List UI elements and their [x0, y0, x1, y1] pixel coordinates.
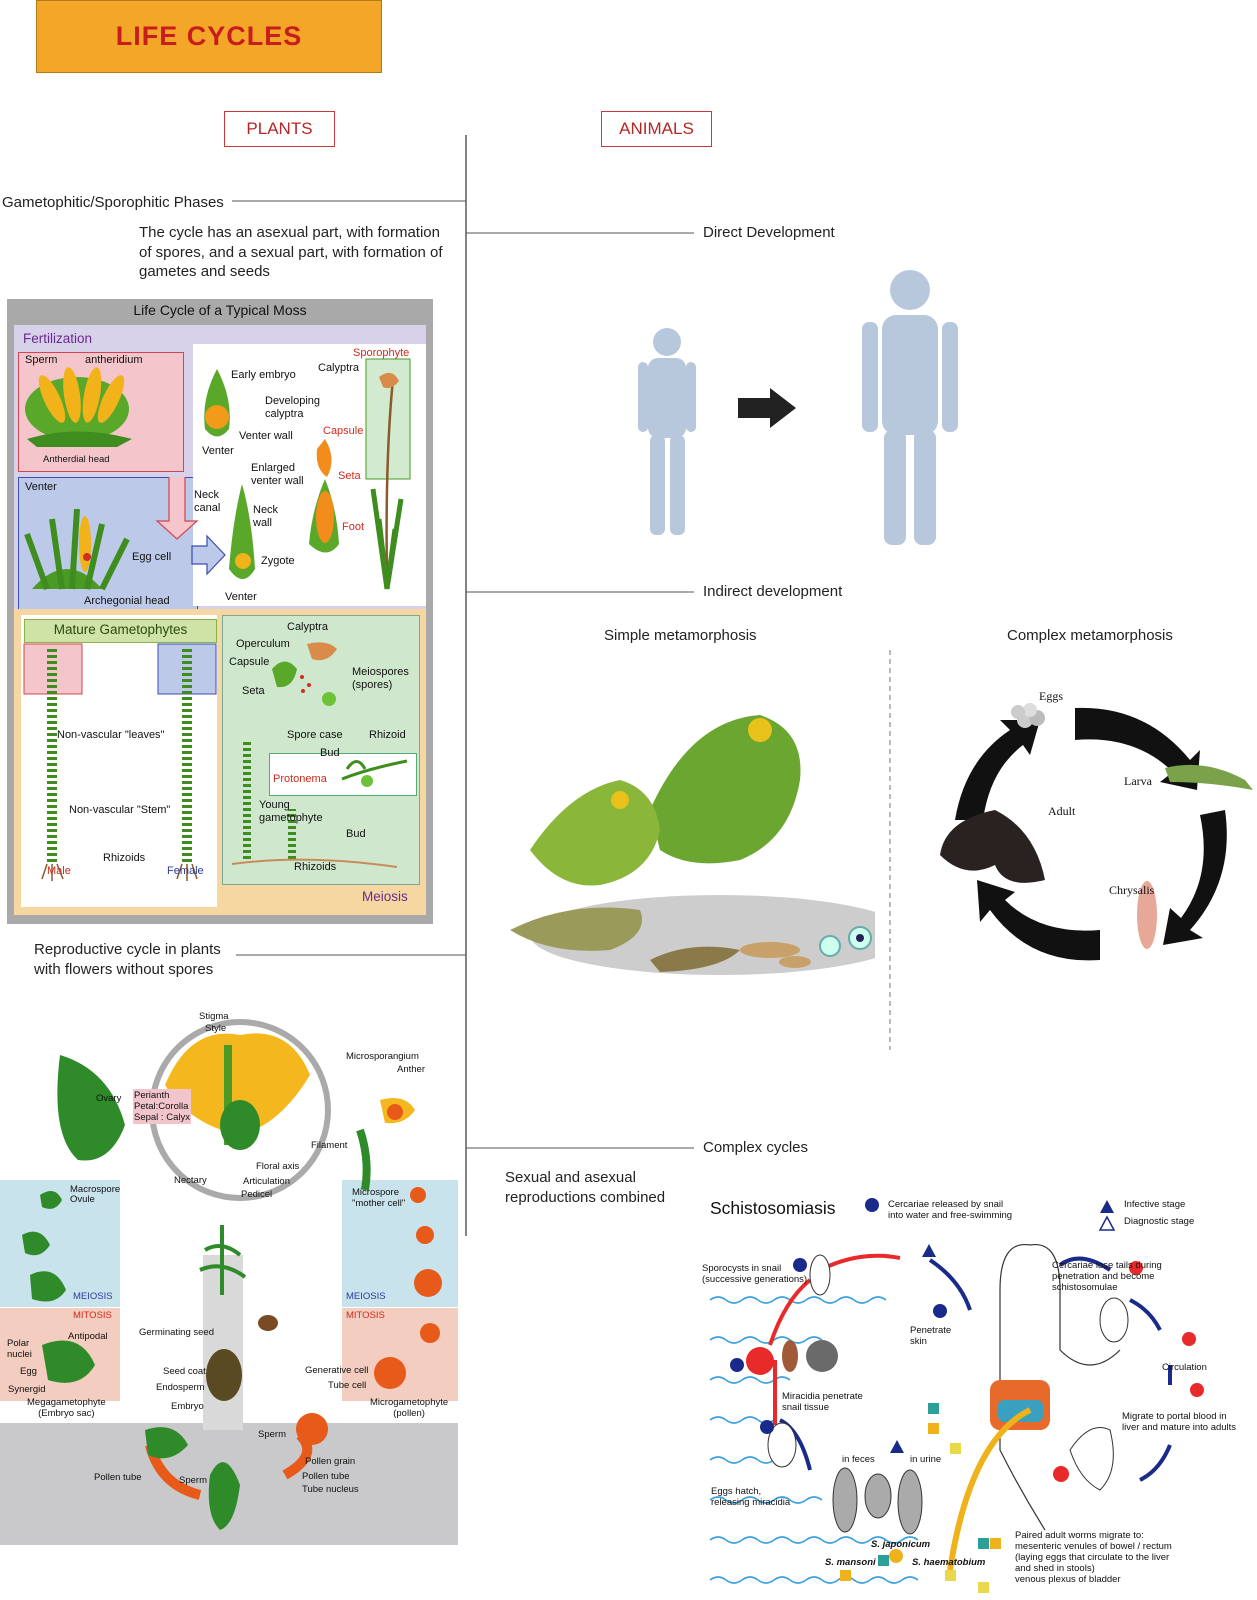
- complex-metamorphosis-label: Complex metamorphosis: [1007, 627, 1173, 644]
- fertilization-label: Fertilization: [23, 331, 93, 346]
- mature-gametophytes-label: Mature Gametophytes: [53, 622, 188, 637]
- indirect-development-label: Indirect development: [703, 583, 843, 600]
- schistosomiasis-diagram: Schistosomiasis: [700, 1190, 1257, 1600]
- page-title: LIFE CYCLES: [115, 21, 303, 51]
- moss-title: Life Cycle of a Typical Moss: [133, 302, 307, 318]
- plants-heading: PLANTS: [224, 111, 335, 147]
- phases-label: Gametophitic/Sporophitic Phases: [2, 194, 224, 211]
- simple-metamorphosis-label: Simple metamorphosis: [604, 627, 757, 644]
- butterfly-metamorphosis-illustration: [940, 703, 1253, 961]
- adult-silhouette: [862, 270, 958, 545]
- flower-cycle-diagram: Stigma Style Microsporangium Anther Ovar…: [0, 1011, 460, 1600]
- human-outline: [999, 1243, 1046, 1531]
- archegonium-drawing: [24, 508, 130, 591]
- diagnostic-stage-icon: [1098, 1215, 1116, 1231]
- phases-description: The cycle has an asexual part, with form…: [139, 224, 443, 280]
- stage-number-icons: [730, 1198, 1204, 1563]
- title-banner: LIFE CYCLES: [36, 0, 382, 73]
- growth-arrow-icon: [738, 388, 796, 428]
- schisto-title: Schistosomiasis: [710, 1198, 836, 1218]
- infective-stage-icon: [1100, 1200, 1114, 1213]
- direct-development-label: Direct Development: [703, 224, 835, 241]
- moss-life-cycle-diagram: Life Cycle of a Typical Moss Fertilizati…: [7, 299, 433, 924]
- moss-drawings: [23, 358, 411, 881]
- child-silhouette: [638, 328, 696, 535]
- water-waves: [709, 1296, 919, 1584]
- complex-cycles-label: Complex cycles: [703, 1139, 809, 1156]
- frog-metamorphosis-illustration: [510, 715, 875, 975]
- animals-heading: ANIMALS: [601, 111, 712, 147]
- human-growth-illustration: [638, 270, 958, 545]
- antheridium-drawing: [25, 367, 132, 447]
